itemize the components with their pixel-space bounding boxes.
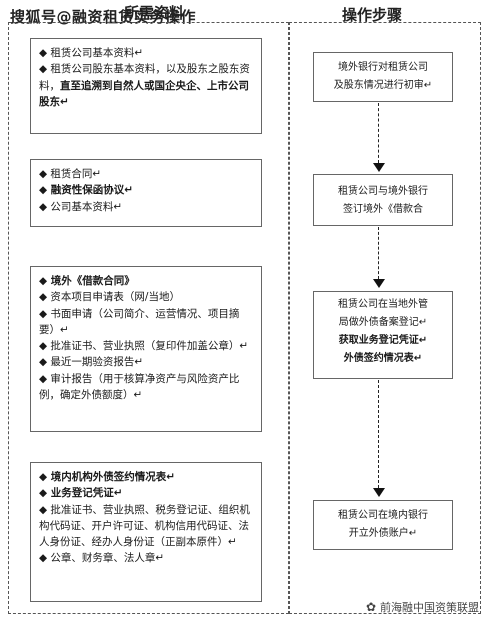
step-line: 及股东情况进行初审↵ (333, 80, 433, 91)
doc-item: ◆ 业务登记凭证↵ (39, 487, 123, 500)
doc-item: ◆ 公司基本资料↵ (39, 200, 123, 213)
doc-group-1: ◆ 租赁公司基本资料↵ ◆ 租赁公司股东基本资料，以及股东之股东资料，直至追溯到… (30, 38, 262, 134)
documents-column-title: 所需资料 (124, 4, 185, 22)
doc-item: ◆ 批准证书、营业执照（复印件加盖公章）↵ (39, 340, 249, 353)
doc-item: ◆ 书面申请（公司简介、运营情况、项目摘要）↵ (39, 307, 240, 336)
doc-item: ◆ 审计报告（用于核算净资产与风险资产比例，确定外债额度）↵ (39, 372, 240, 401)
doc-group-4: ◆ 境内机构外债签约情况表↵ ◆ 业务登记凭证↵ ◆ 批准证书、营业执照、税务登… (30, 462, 262, 602)
arrow-connector (378, 103, 379, 163)
arrow-connector (378, 380, 379, 488)
wechat-icon: ✿ (365, 600, 376, 614)
steps-column-frame (289, 22, 481, 614)
step-line: 租赁公司在当地外管 (338, 299, 428, 310)
doc-item: ◆ 境内机构外债签约情况表↵ (39, 471, 176, 483)
step-line: 外债签约情况表↵ (343, 353, 423, 364)
step-line: 租赁公司在境内银行 (338, 510, 428, 521)
step-line: 境外银行对租赁公司 (338, 62, 428, 73)
step-line: 局做外债备案登记↵ (338, 317, 428, 328)
doc-item: ◆ 租赁公司基本资料↵ (39, 47, 144, 59)
doc-item: ◆ 租赁公司股东基本资料，以及股东之股东资料，直至追溯到自然人或国企央企、上市公… (39, 63, 250, 108)
arrow-down-icon (373, 163, 385, 172)
doc-item: ◆ 最近一期验资报告↵ (39, 356, 144, 369)
doc-item: ◆ 租赁合同↵ (39, 168, 102, 180)
doc-item: ◆ 境外《借款合同》 (39, 275, 135, 287)
step-box-1: 境外银行对租赁公司 及股东情况进行初审↵ (313, 52, 453, 102)
steps-column-title: 操作步骤 (342, 6, 403, 24)
arrow-down-icon (373, 488, 385, 497)
doc-item: ◆ 融资性保函协议↵ (39, 184, 134, 197)
arrow-down-icon (373, 279, 385, 288)
doc-group-2: ◆ 租赁合同↵ ◆ 融资性保函协议↵ ◆ 公司基本资料↵ (30, 159, 262, 227)
step-box-4: 租赁公司在境内银行 开立外债账户↵ (313, 500, 453, 550)
step-line: 签订境外《借款合 (343, 204, 423, 215)
watermark: 搜狐号@融资租赁实务操作 (10, 8, 197, 26)
arrow-connector (378, 227, 379, 279)
doc-item: ◆ 资本项目申请表（网/当地） (39, 291, 180, 304)
doc-item: ◆ 公章、财务章、法人章↵ (39, 552, 165, 565)
doc-item: ◆ 批准证书、营业执照、税务登记证、组织机构代码证、开户许可证、机构信用代码证、… (39, 503, 250, 549)
source-watermark: ✿ 前海融中国资策联盟 (366, 599, 479, 615)
doc-group-3: ◆ 境外《借款合同》 ◆ 资本项目申请表（网/当地） ◆ 书面申请（公司简介、运… (30, 266, 262, 432)
source-label: 前海融中国资策联盟 (380, 601, 479, 614)
step-line: 开立外债账户↵ (348, 528, 418, 539)
step-line: 获取业务登记凭证↵ (338, 335, 428, 346)
documents-column-frame (8, 22, 289, 614)
step-box-2: 租赁公司与境外银行 签订境外《借款合 (313, 174, 453, 226)
step-line: 租赁公司与境外银行 (338, 186, 428, 197)
step-box-3: 租赁公司在当地外管 局做外债备案登记↵ 获取业务登记凭证↵ 外债签约情况表↵ (313, 291, 453, 379)
